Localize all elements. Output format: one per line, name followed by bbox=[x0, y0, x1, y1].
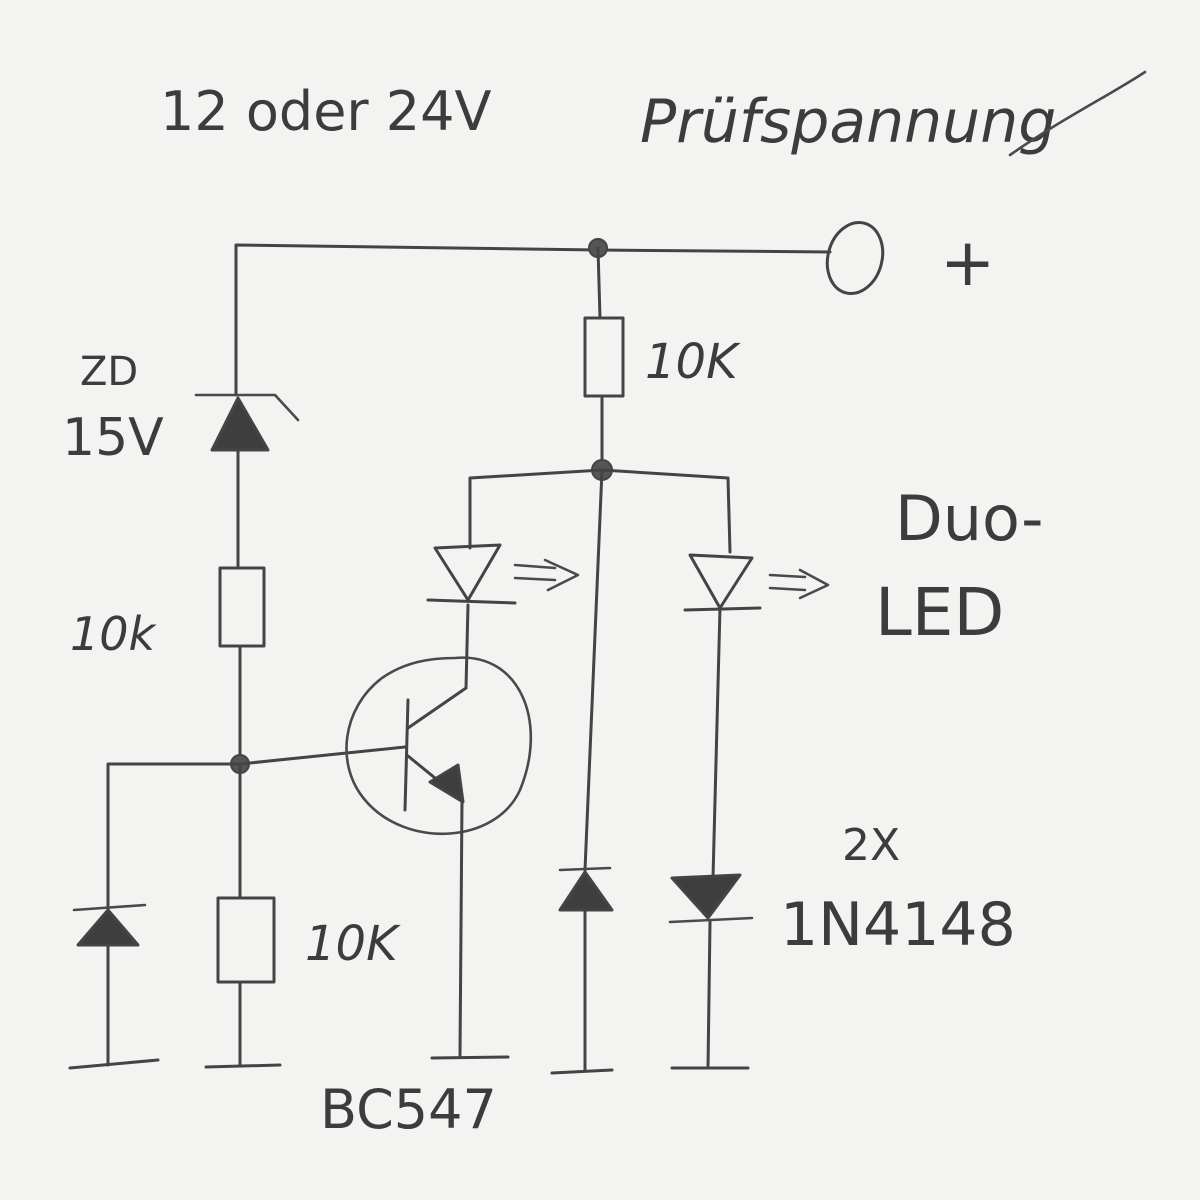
r-base-pulldown-label: 10K bbox=[305, 916, 401, 972]
duo-led-red bbox=[426, 543, 580, 605]
underline-stroke bbox=[1008, 70, 1147, 157]
zener-diode-15v bbox=[194, 393, 300, 452]
collector-wire bbox=[464, 603, 470, 690]
ground-emitter bbox=[430, 1055, 510, 1060]
wire-right-branch bbox=[711, 606, 722, 880]
diode-1n4148-left bbox=[558, 866, 614, 912]
r-base-series-label: 10k bbox=[70, 607, 158, 661]
top-rail-wire bbox=[234, 243, 832, 397]
zener-type-label: ZD bbox=[80, 349, 138, 395]
wire-middle-branch bbox=[583, 468, 604, 872]
ground-left bbox=[68, 1058, 160, 1070]
duo-led-label-2: LED bbox=[875, 574, 1004, 651]
duo-led-green bbox=[683, 553, 830, 612]
emitter-wire bbox=[458, 798, 464, 1057]
ground-pulldown bbox=[204, 1063, 282, 1069]
base-protection-diode bbox=[72, 903, 147, 947]
diode-type-label: 1N4148 bbox=[780, 890, 1016, 960]
wire-top-to-rc bbox=[596, 246, 602, 320]
test-voltage-label: Prüfspannung bbox=[640, 87, 1056, 157]
zener-voltage-label: 15V bbox=[62, 408, 164, 468]
resistor-base-series bbox=[218, 566, 266, 648]
diode-count-label: 2X bbox=[842, 820, 900, 871]
ground-diode-left bbox=[550, 1068, 614, 1075]
resistor-collector bbox=[583, 316, 625, 398]
resistor-base-pulldown bbox=[216, 896, 276, 984]
diode-1n4148-right bbox=[668, 873, 754, 924]
supply-voltage-label: 12 oder 24V bbox=[160, 80, 491, 143]
wire-diode-right-to-ground bbox=[706, 920, 712, 1070]
r-collector-label: 10K bbox=[645, 334, 741, 390]
plus-label: + bbox=[940, 224, 995, 301]
transistor-bc547 bbox=[345, 656, 533, 836]
transistor-label: BC547 bbox=[320, 1078, 497, 1141]
duo-led-label-1: Duo- bbox=[895, 482, 1044, 555]
plus-terminal[interactable] bbox=[820, 216, 891, 300]
